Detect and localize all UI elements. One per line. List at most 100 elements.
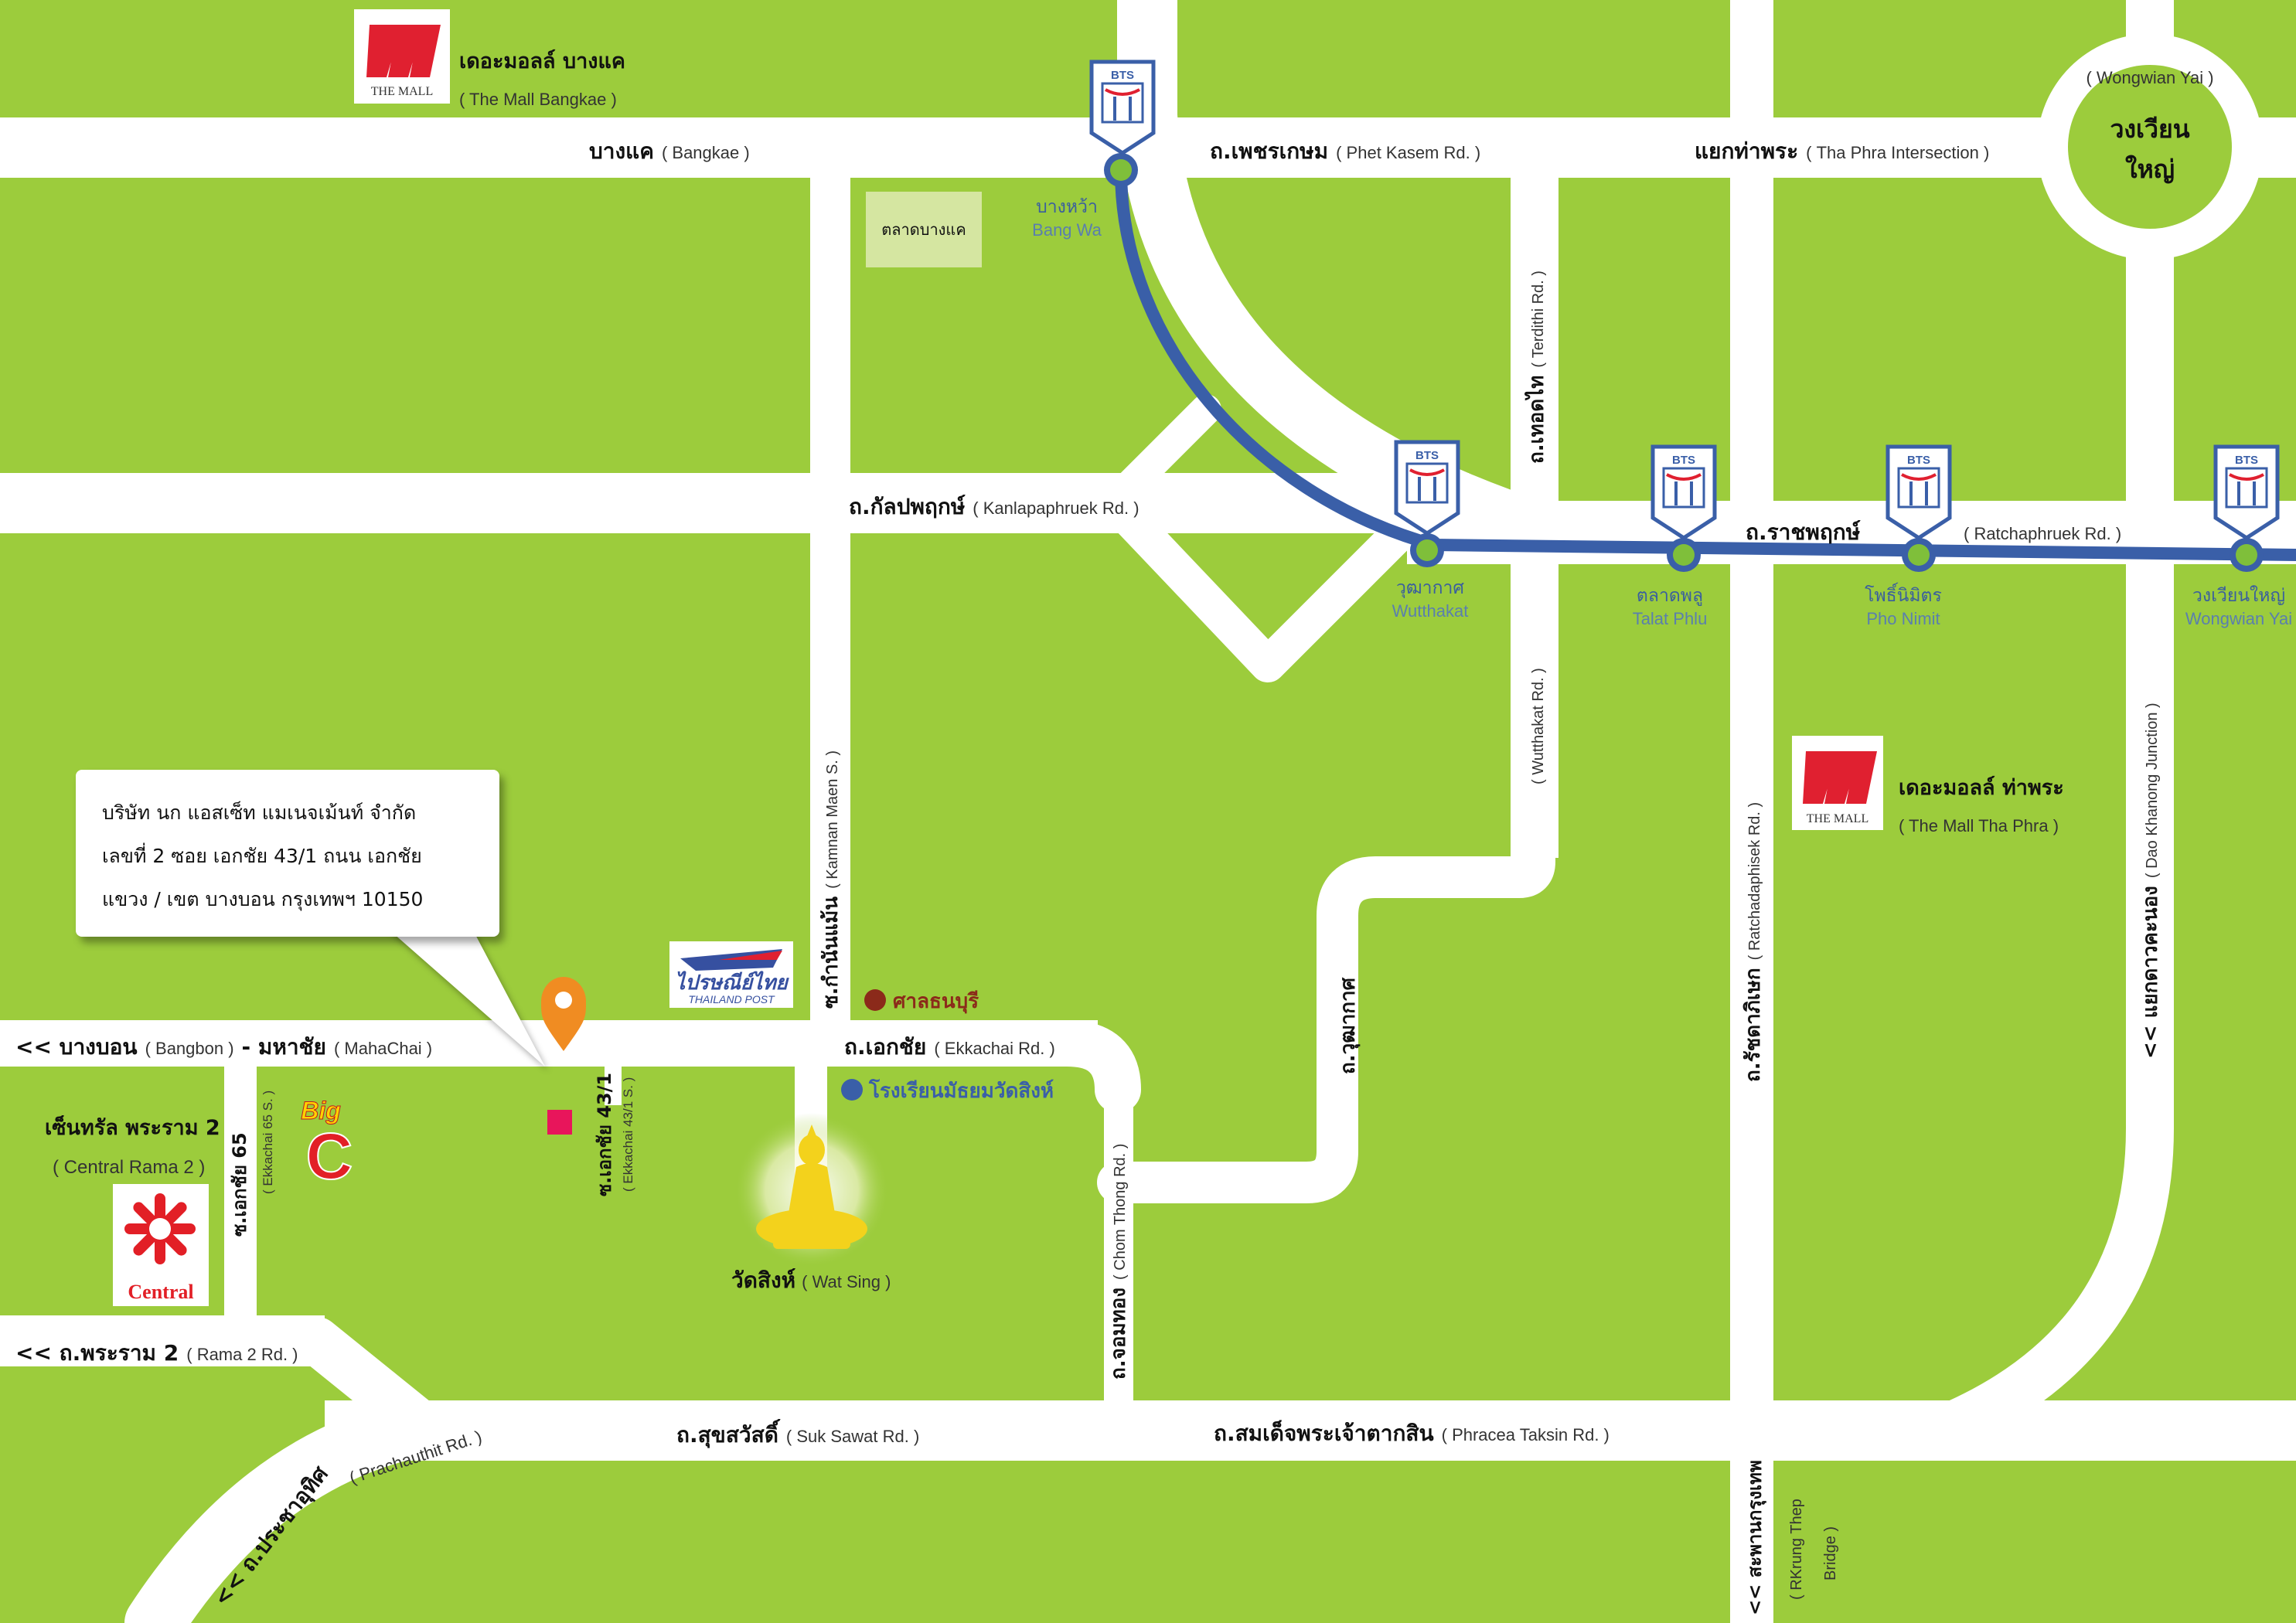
road-diagonal-left [1105, 394, 1221, 510]
bts-station-5: BTS วงเวียนใหญ่ Wongwian Yai [2185, 444, 2292, 628]
road-ratchadaphisek [1730, 0, 1773, 1623]
bts-station-1: BTS บางหว้า Bang Wa [1032, 60, 1156, 240]
label-phet-kasem: ถ.เพชรเกษม( Phet Kasem Rd. ) [1210, 138, 1480, 164]
label-dao-khanong: << แยกดาวคะนอง( Dao Khanong Junction ) [2139, 703, 2162, 1059]
road-ekkachai-corner [1044, 1020, 1141, 1113]
road-prachauthit [124, 1400, 432, 1623]
road-kanlapaphruek [0, 473, 1469, 533]
station-name-th: โพธิ์นิมิตร [1865, 582, 1942, 606]
thailand-post-logo: ไปรษณีย์ไทย THAILAND POST [669, 941, 793, 1008]
station-name-en: Wutthakat [1392, 601, 1469, 621]
roundabout-center [2068, 65, 2232, 229]
label-kamnan-maen: ซ.กำนันแม้น( Kamnan Maen S. ) [819, 750, 843, 1009]
label-bangbon: << บางบอน( Bangbon )- มหาชัย( MahaChai ) [15, 1034, 432, 1060]
company-address-callout: บริษัท นก แอสเซ็ท แมเนจเม้นท์ จำกัด เลขท… [76, 770, 499, 937]
bts-station-4: BTS โพธิ์นิมิตร Pho Nimit [1865, 444, 1952, 628]
label-rama2: << ถ.พระราม 2( Rama 2 Rd. ) [15, 1340, 298, 1366]
label-ratchaphruek-en: ( Ratchaphruek Rd. ) [1964, 524, 2121, 543]
station-name-th: วงเวียนใหญ่ [2192, 585, 2285, 606]
station-dot-inner [2236, 544, 2257, 566]
the-mall-bangkae-logo: THE MALL [354, 9, 450, 104]
callout-pointer [387, 927, 545, 1067]
bts-sign-text: BTS [1111, 69, 1134, 82]
label-taksin: ถ.สมเด็จพระเจ้าตากสิน( Phracea Taksin Rd… [1214, 1420, 1610, 1446]
bts-sign-icon: BTS [1394, 440, 1460, 536]
mall-thapra-en: ( The Mall Tha Phra ) [1899, 816, 2059, 835]
buddha-icon [756, 1125, 867, 1249]
station-name-en: Bang Wa [1032, 220, 1102, 240]
label-terdithi: ถ.เทอดไท( Terdithi Rd. ) [1524, 270, 1548, 464]
label-krung-thep-en2: Bridge ) [1822, 1526, 1839, 1580]
road-kamnan-maen [810, 178, 850, 1020]
station-name-en: Pho Nimit [1866, 609, 1940, 628]
wat-sing-label: วัดสิงห์( Wat Sing ) [731, 1267, 891, 1293]
central-logo: Central [113, 1184, 209, 1306]
location-pin-icon [541, 977, 586, 1051]
label-suk-sawat: ถ.สุขสวัสดิ์( Suk Sawat Rd. ) [676, 1419, 919, 1448]
road-dao-khanong [1916, 94, 2174, 1455]
station-name-en: Wongwian Yai [2185, 609, 2292, 628]
label-tha-phra: แยกท่าพระ( Tha Phra Intersection ) [1695, 138, 1989, 164]
bts-line [1115, 164, 2296, 561]
station-dot-inner [1416, 539, 1438, 561]
label-ratchaphruek-th: ถ.ราชพฤกษ์ [1746, 519, 1861, 545]
bts-sign-icon: BTS [1650, 444, 1717, 540]
talat-bangkae-box [866, 192, 982, 267]
svg-text:THE MALL: THE MALL [371, 85, 433, 98]
bts-sign-text: BTS [1415, 449, 1439, 462]
label-soi-43-th: ซ.เอกชัย 43/1 [594, 1073, 615, 1196]
station-name-en: Talat Phlu [1633, 609, 1708, 628]
label-wongwian-th2: ใหญ่ [2125, 155, 2175, 184]
label-soi-65-th: ซ.เอกชัย 65 [229, 1132, 250, 1237]
road-labels: บางแค( Bangkae ) ถ.เพชรเกษม( Phet Kasem … [15, 68, 2214, 1615]
the-mall-thapra-logo: THE MALL [1792, 736, 1883, 830]
svg-text:Central: Central [128, 1281, 193, 1303]
svg-text:THE MALL: THE MALL [1807, 812, 1868, 825]
road-rama2 [0, 1315, 325, 1366]
label-soi-43-en: ( Ekkachai 43/1 S. ) [621, 1077, 635, 1192]
bts-sign-icon: BTS [1886, 444, 1952, 540]
central-en: ( Central Rama 2 ) [53, 1157, 205, 1178]
station-dot-inner [1110, 159, 1132, 181]
station-dot-inner [1673, 544, 1695, 566]
road-chom-thong [1104, 1059, 1133, 1400]
label-wutthakat-road-th: ถ.วุฒากาศ [1337, 977, 1361, 1074]
label-kanlapaphruek: ถ.กัลปพฤกษ์( Kanlapaphruek Rd. ) [849, 494, 1139, 519]
bts-sign-icon: BTS [1089, 60, 1156, 155]
bts-stations: BTS บางหว้า Bang Wa BTS วุฒากาศ Wutthakat BTS ต… [1032, 60, 2292, 628]
svg-text:ไปรษณีย์ไทย: ไปรษณีย์ไทย [675, 971, 789, 995]
road-wutthakat [1097, 829, 1555, 1203]
school-dot [841, 1079, 863, 1101]
label-krung-thep-th: << สะพานกรุงเทพ [1744, 1460, 1767, 1615]
station-dot-inner [1908, 544, 1930, 566]
label-bangkae: บางแค( Bangkae ) [589, 138, 750, 164]
talat-bangkae-label: ตลาดบางแค [881, 220, 966, 239]
bts-station-3: BTS ตลาดพลู Talat Phlu [1633, 444, 1717, 628]
svg-text:Big: Big [301, 1097, 341, 1125]
company-address-line1: เลขที่ 2 ซอย เอกชัย 43/1 ถนน เอกชัย [102, 845, 422, 867]
label-wongwian-th1: วงเวียน [2110, 114, 2189, 144]
company-name: บริษัท นก แอสเซ็ท แมเนจเม้นท์ จำกัด [102, 801, 417, 824]
road-rama2-link [293, 1317, 441, 1446]
label-ekkachai: ถ.เอกชัย( Ekkachai Rd. ) [844, 1034, 1055, 1060]
road-soi-65 [224, 1067, 257, 1315]
road-right-upper [1730, 0, 1773, 117]
court-dot [864, 989, 886, 1011]
label-krung-thep-en1: ( RKrung Thep [1788, 1499, 1805, 1600]
bts-sign-text: BTS [1907, 454, 1930, 467]
station-name-th: วุฒากาศ [1396, 578, 1464, 598]
mall-thapra-th: เดอะมอลล์ ท่าพระ [1899, 775, 2064, 800]
label-chom-thong: ถ.จอมทอง( Chom Thong Rd. ) [1107, 1144, 1130, 1380]
svg-text:C: C [306, 1120, 353, 1193]
bts-station-2: BTS วุฒากาศ Wutthakat [1392, 440, 1469, 621]
label-wongwian-en: ( Wongwian Yai ) [2086, 68, 2213, 87]
court-label: ศาลธนบุรี [893, 990, 979, 1014]
bts-sign-text: BTS [2235, 454, 2258, 467]
road-soi-43 [605, 1067, 622, 1105]
station-name-th: บางหว้า [1036, 197, 1098, 217]
bigc-logo: C Big [301, 1097, 354, 1194]
mall-bangkae-en: ( The Mall Bangkae ) [459, 90, 617, 109]
station-name-th: ตลาดพลู [1637, 586, 1703, 606]
